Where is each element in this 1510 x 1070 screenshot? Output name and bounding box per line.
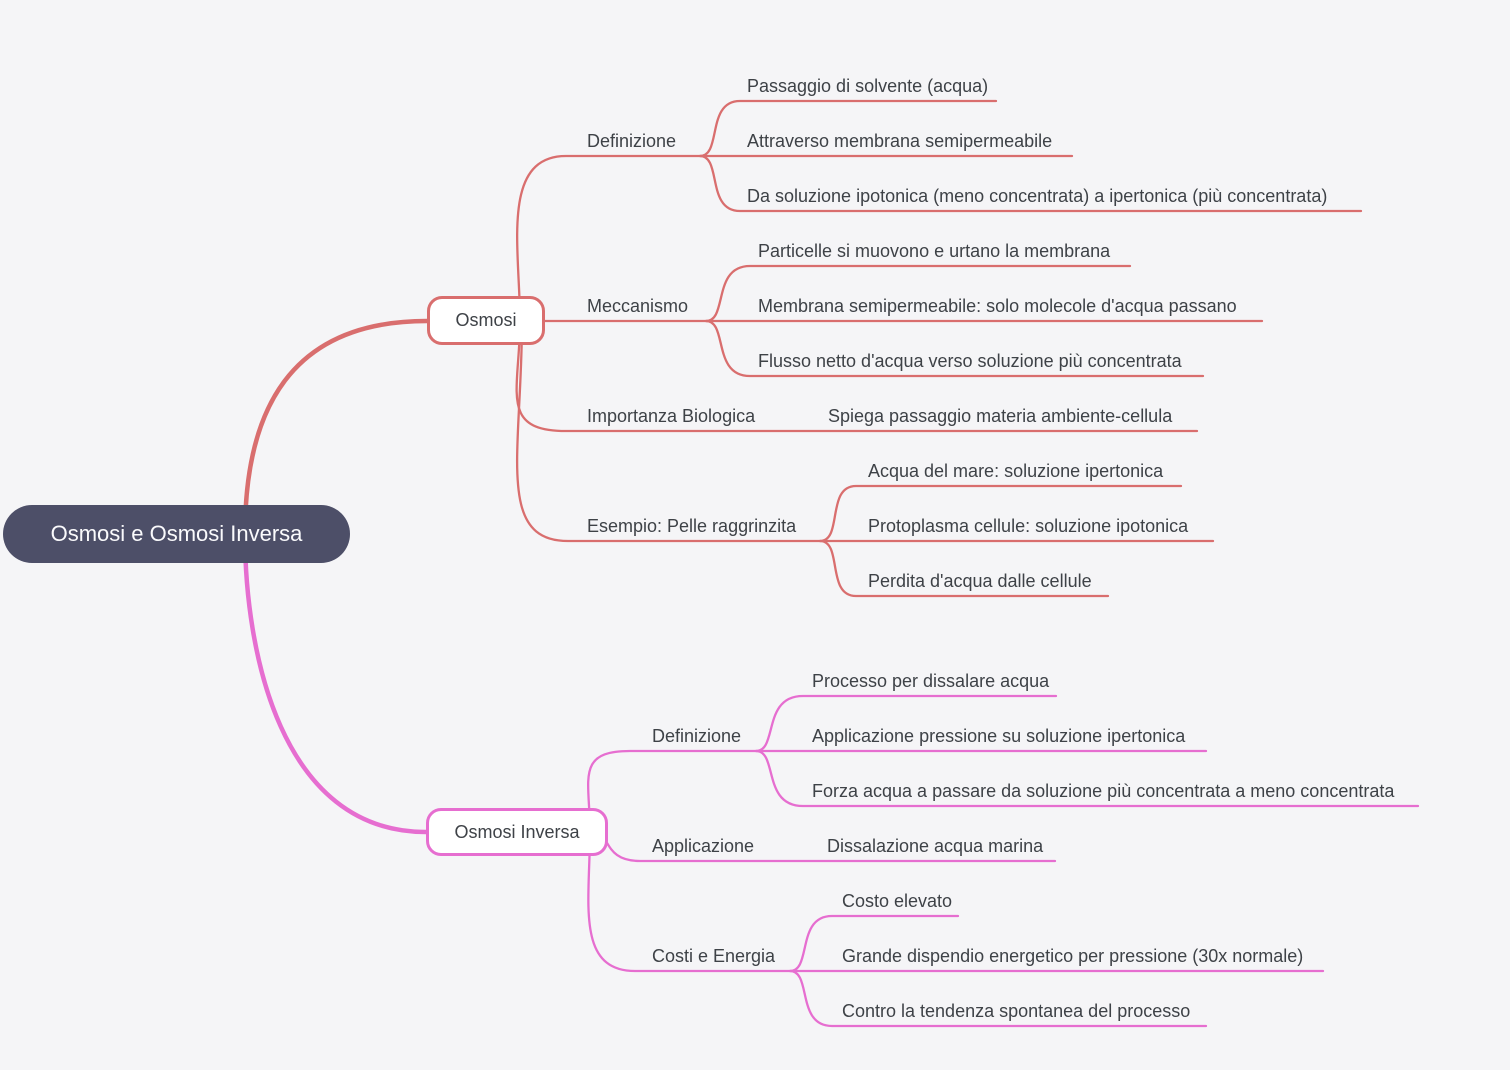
leaf-passaggio-di-solvente[interactable]: Passaggio di solvente (acqua) [747,76,989,96]
leaf-perdita-dacqua[interactable]: Perdita d'acqua dalle cellule [868,571,1092,591]
topic-costi-e-energia[interactable]: Costi e Energia [652,946,776,966]
leaf-membrana-semipermeabile[interactable]: Membrana semipermeabile: solo molecole d… [758,296,1237,316]
link-osmosi-definizione [516,154,702,323]
leaf-costo-elevato[interactable]: Costo elevato [842,891,953,911]
link-root-osmosi [242,318,430,537]
leaf-spiega-passaggio[interactable]: Spiega passaggio materia ambiente-cellul… [828,406,1173,426]
topic-importanza-biologica[interactable]: Importanza Biologica [587,406,756,426]
leaf-forza-acqua[interactable]: Forza acqua a passare da soluzione più c… [812,781,1395,801]
link-inversa-costi [587,830,792,973]
branch-node-osmosi[interactable]: Osmosi [427,296,545,345]
link-definizione2-processo [754,694,1058,753]
branch-node-osmosi-label: Osmosi [455,310,517,330]
topic-inversa-applicazione[interactable]: Applicazione [652,836,755,856]
branch-node-osmosi-inversa[interactable]: Osmosi Inversa [426,808,608,856]
leaf-applicazione-pressione[interactable]: Applicazione pressione su soluzione iper… [812,726,1186,746]
leaf-contro-tendenza[interactable]: Contro la tendenza spontanea del process… [842,1001,1191,1021]
topic-osmosi-meccanismo[interactable]: Meccanismo [587,296,689,316]
link-definizione-da-soluzione [698,154,1363,213]
leaf-attraverso-membrana[interactable]: Attraverso membrana semipermeabile [747,131,1053,151]
leaf-acqua-del-mare[interactable]: Acqua del mare: soluzione ipertonica [868,461,1164,481]
leaf-grande-dispendio[interactable]: Grande dispendio energetico per pression… [842,946,1304,966]
root-node[interactable]: Osmosi e Osmosi Inversa [3,505,350,563]
leaf-da-soluzione-ipotonica[interactable]: Da soluzione ipotonica (meno concentrata… [747,186,1328,206]
leaf-processo-dissalare[interactable]: Processo per dissalare acqua [812,671,1050,691]
leaf-protoplasma-cellule[interactable]: Protoplasma cellule: soluzione ipotonica [868,516,1189,536]
root-node-label: Osmosi e Osmosi Inversa [50,521,303,546]
link-osmosi-esempio [515,319,822,543]
link-meccanismo-flusso [704,319,1205,378]
link-meccanismo-particelle [704,264,1132,323]
link-esempio-acqua-mare [818,484,1183,543]
topic-osmosi-definizione[interactable]: Definizione [587,131,677,151]
topic-esempio-pelle-raggrinzita[interactable]: Esempio: Pelle raggrinzita [587,516,797,536]
leaf-flusso-netto[interactable]: Flusso netto d'acqua verso soluzione più… [758,351,1182,371]
link-costi-contro [788,969,1208,1028]
link-root-osmosi-inversa [242,531,429,835]
link-costi-costo-elevato [788,914,960,973]
branch-node-osmosi-inversa-label: Osmosi Inversa [454,821,580,842]
link-definizione-passaggio [698,99,998,158]
link-definizione2-forza [754,749,1420,808]
link-inversa-definizione [586,749,758,834]
topic-inversa-definizione[interactable]: Definizione [652,726,742,746]
leaf-dissalazione-acqua-marina[interactable]: Dissalazione acqua marina [827,836,1044,856]
leaf-particelle-si-muovono[interactable]: Particelle si muovono e urtano la membra… [758,241,1111,261]
link-esempio-perdita [818,539,1110,598]
